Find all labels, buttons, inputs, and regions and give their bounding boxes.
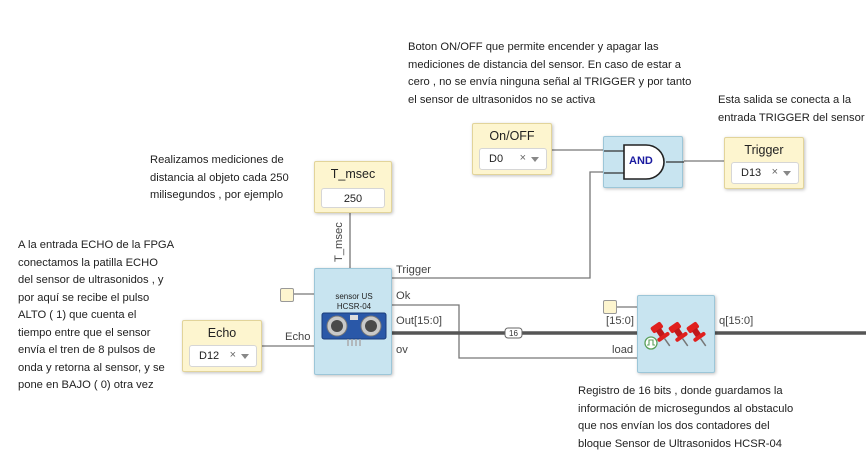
clear-icon[interactable]: ×	[229, 349, 236, 361]
note-echo: A la entrada ECHO de la FPGA conectamos …	[18, 239, 175, 391]
trigger-pin-select[interactable]: D13 ×	[731, 162, 799, 184]
onoff-pin-value: D0	[489, 153, 504, 165]
push-pin-icon	[650, 321, 707, 347]
note-tmsec: Realizamos mediciones de distancia al ob…	[150, 154, 289, 201]
onoff-title: On/OFF	[489, 129, 535, 143]
port-out-label: Out[15:0]	[396, 315, 443, 327]
tmsec-value-field[interactable]: 250	[321, 188, 385, 208]
tmsec-constant-block[interactable]: T_msec 250	[314, 161, 392, 213]
echo-pin-value: D12	[199, 350, 220, 362]
echo-pin-select[interactable]: D12 ×	[189, 345, 257, 367]
clear-icon[interactable]: ×	[519, 152, 526, 164]
sensor-model: HCSR-04	[336, 302, 372, 311]
and-gate-label: AND	[629, 155, 653, 167]
note-onoff: Boton ON/OFF que permite encender y apag…	[408, 41, 692, 106]
chevron-down-icon[interactable]	[241, 354, 249, 359]
register-in-label: [15:0]	[606, 315, 634, 327]
and-gate-block[interactable]: AND	[603, 136, 684, 188]
register-block[interactable]	[637, 295, 715, 373]
onoff-pin-select[interactable]: D0 ×	[479, 148, 547, 170]
echo-input-block[interactable]: Echo D12 ×	[182, 320, 262, 372]
ultrasonic-sensor-icon	[321, 312, 387, 346]
port-trigger-label: Trigger	[396, 264, 432, 276]
sensor-clock-tab[interactable]	[280, 288, 294, 302]
clock-pulse-icon	[644, 336, 658, 350]
register-out-label: q[15:0]	[719, 315, 754, 327]
bus-width-badge	[504, 327, 523, 339]
echo-title: Echo	[207, 326, 237, 340]
port-ov-label: ov	[396, 344, 408, 356]
register-clock-tab[interactable]	[603, 300, 617, 314]
note-register: Registro de 16 bits , donde guardamos la…	[578, 385, 794, 450]
note-trigger: Esta salida se conecta a la entrada TRIG…	[718, 94, 865, 124]
sensor-name: sensor US	[335, 292, 373, 301]
port-echo-label: Echo	[285, 331, 311, 343]
trigger-title: Trigger	[744, 143, 784, 157]
register-load-label: load	[612, 344, 634, 356]
tmsec-title: T_msec	[330, 167, 376, 181]
onoff-input-block[interactable]: On/OFF D0 ×	[472, 123, 552, 175]
chevron-down-icon[interactable]	[531, 157, 539, 162]
clear-icon[interactable]: ×	[771, 166, 778, 178]
trigger-pin-value: D13	[741, 167, 762, 179]
port-tmsec-label: T_msec	[333, 222, 345, 262]
wire-trigger-and	[392, 171, 604, 279]
trigger-output-block[interactable]: Trigger D13 ×	[724, 137, 804, 189]
bus-width-text: 16	[509, 329, 518, 338]
sensor-block[interactable]: sensor US HCSR-04	[314, 268, 392, 375]
and-gate-icon	[604, 144, 684, 180]
chevron-down-icon[interactable]	[783, 171, 791, 176]
port-ok-label: Ok	[396, 290, 411, 302]
